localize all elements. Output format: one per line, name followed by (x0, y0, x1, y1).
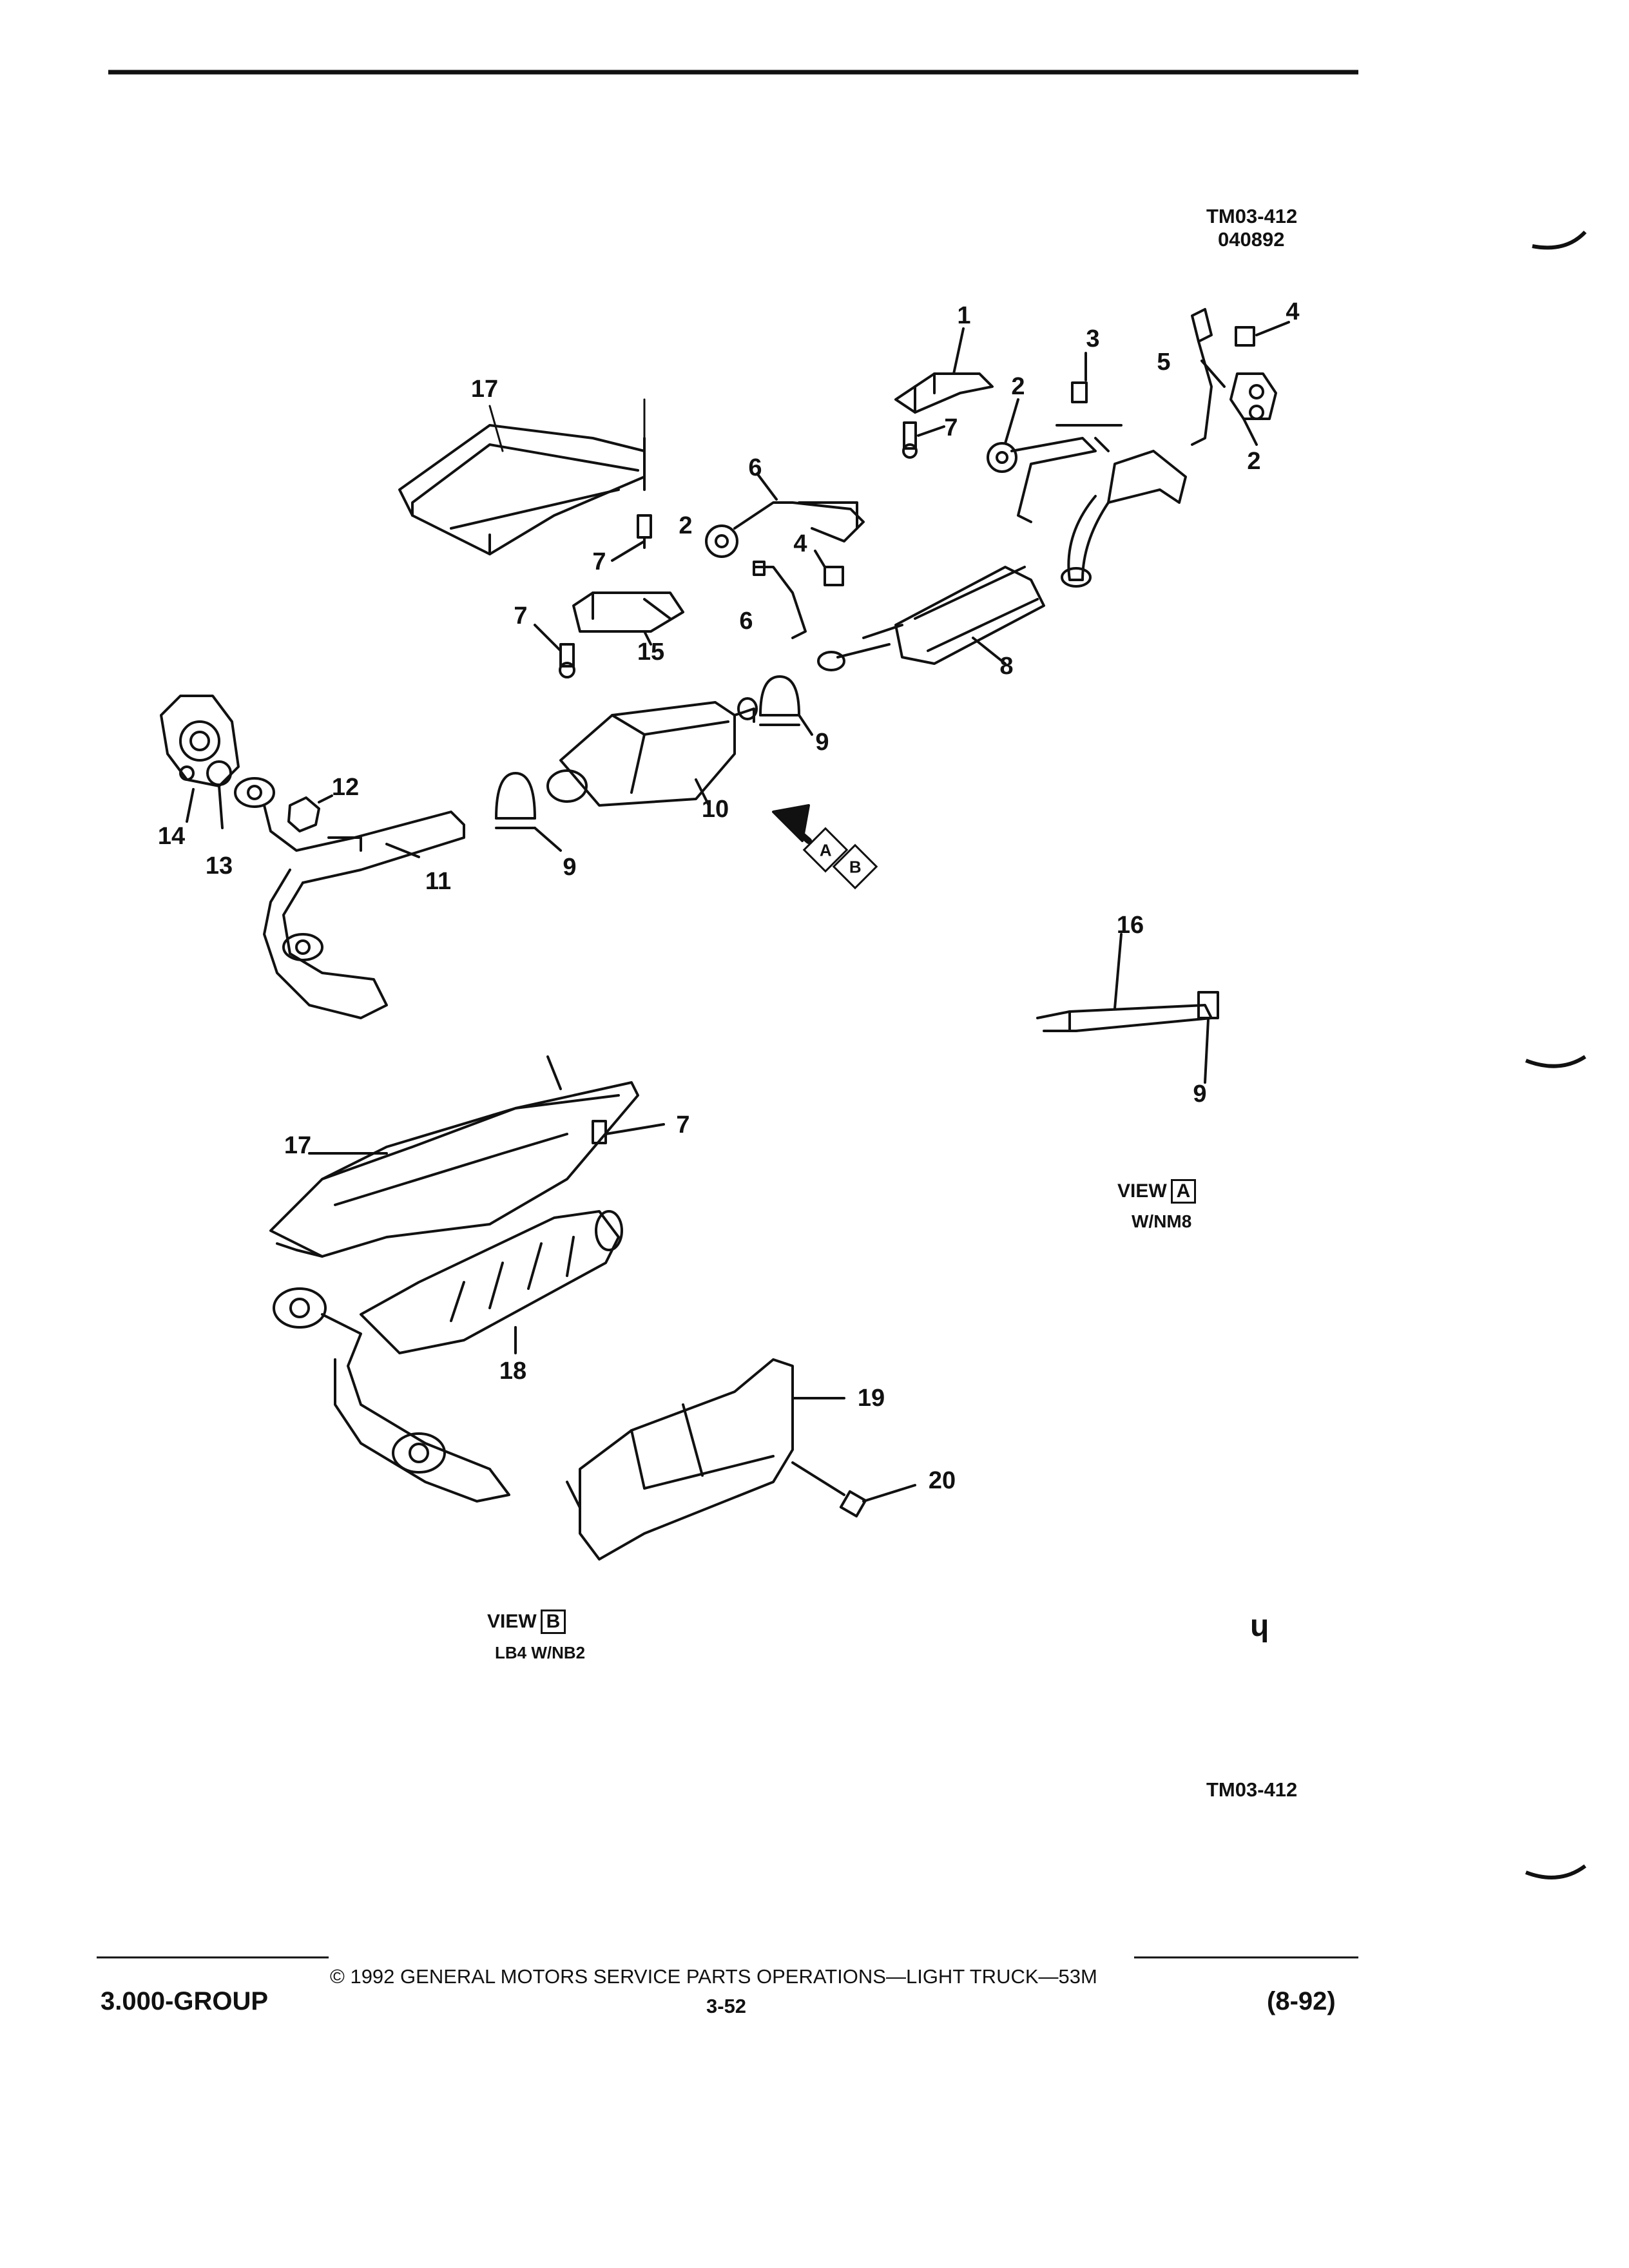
callout-1: 1 (957, 302, 971, 329)
callout-7: 7 (592, 548, 606, 575)
callout-7: 7 (676, 1111, 690, 1139)
part-4-bolt-right (1235, 321, 1290, 347)
callout-10: 10 (701, 796, 729, 823)
part-2-hanger-center (987, 398, 1123, 523)
callout-5: 5 (1157, 349, 1171, 376)
tailpipe (1061, 450, 1187, 588)
bottom-drawing-code: TM03-412 (1206, 1778, 1298, 1801)
part-9-clamp-upper (759, 675, 813, 736)
part-18-catalytic-converter (360, 1210, 623, 1354)
part-12-nut (287, 794, 333, 832)
callout-2: 2 (1011, 373, 1025, 400)
part-5-hanger-right (1191, 308, 1277, 446)
part-4-bolt-left (814, 550, 844, 586)
callout-19: 19 (857, 1385, 885, 1412)
part-19-heat-shield (566, 1358, 845, 1561)
part-1-hanger-bracket (894, 327, 994, 414)
part-7-bolt-c (534, 624, 575, 678)
callout-9: 9 (563, 854, 577, 881)
part-17-heat-shield-upper (398, 424, 646, 555)
part-20-bolt (791, 1461, 916, 1518)
callout-7: 7 (944, 414, 958, 441)
part-18-front-pipe (273, 1287, 510, 1503)
part-13-14-flange (160, 695, 240, 829)
part-15-bracket (572, 591, 684, 646)
view-a-label: VIEW (1117, 1180, 1167, 1202)
footer-copyright: © 1992 GENERAL MOTORS SERVICE PARTS OPER… (330, 1965, 1097, 1988)
footer-date: (8-92) (1267, 1987, 1336, 2015)
callout-8: 8 (999, 653, 1014, 680)
part-3-screw (1071, 352, 1088, 403)
view-b-label: VIEW (487, 1611, 537, 1632)
view-b-box: B (540, 1610, 566, 1634)
callout-3: 3 (1086, 325, 1100, 352)
callout-2: 2 (1247, 448, 1261, 475)
binding-mark-2 (1525, 1055, 1586, 1068)
part-7-bolt-b (611, 514, 652, 562)
callout-6: 6 (748, 454, 762, 481)
part-8-muffler (817, 566, 1045, 671)
part-10-converter (546, 697, 758, 807)
callout-11: 11 (425, 868, 452, 895)
corner-mark: ɥ (1250, 1609, 1269, 1643)
callout-17: 17 (284, 1132, 312, 1159)
callout-13: 13 (205, 852, 233, 879)
part-9-clamp-lower (495, 772, 562, 852)
callout-14: 14 (157, 823, 186, 850)
footer-page: 3-52 (706, 1995, 747, 2017)
part-6-hanger-lower (753, 561, 807, 639)
part-7-bolt-a (902, 421, 945, 459)
part-6-hanger-left (705, 472, 865, 558)
callout-15: 15 (637, 639, 665, 666)
callout-18: 18 (499, 1358, 527, 1385)
drawing-code: TM03-412 (1206, 205, 1298, 227)
binding-mark-3 (1525, 1864, 1586, 1879)
callout-9: 9 (1193, 1081, 1207, 1108)
callout-6: 6 (739, 608, 753, 635)
callout-4: 4 (1286, 298, 1300, 325)
view-b-note: LB4 W/NB2 (495, 1643, 586, 1662)
view-a-note: W/NM8 (1132, 1211, 1192, 1231)
part-11-pipe (234, 777, 465, 1019)
callout-4: 4 (793, 530, 807, 557)
callout-16: 16 (1116, 912, 1144, 939)
part-17-heat-shield-lower (269, 1055, 639, 1258)
callout-7: 7 (514, 602, 528, 629)
callout-17: 17 (470, 376, 499, 403)
part-16-pipe (1036, 933, 1219, 1084)
callout-20: 20 (928, 1467, 956, 1494)
date-code: 040892 (1218, 228, 1285, 251)
binding-mark-1 (1532, 230, 1587, 250)
callout-9: 9 (815, 729, 829, 756)
callout-12: 12 (331, 774, 360, 801)
part-7-bolt-d (592, 1120, 665, 1144)
footer-group: 3.000-GROUP (101, 1987, 269, 2015)
callout-2: 2 (679, 512, 693, 539)
view-a-box: A (1170, 1179, 1197, 1204)
leader-lines (488, 398, 646, 452)
